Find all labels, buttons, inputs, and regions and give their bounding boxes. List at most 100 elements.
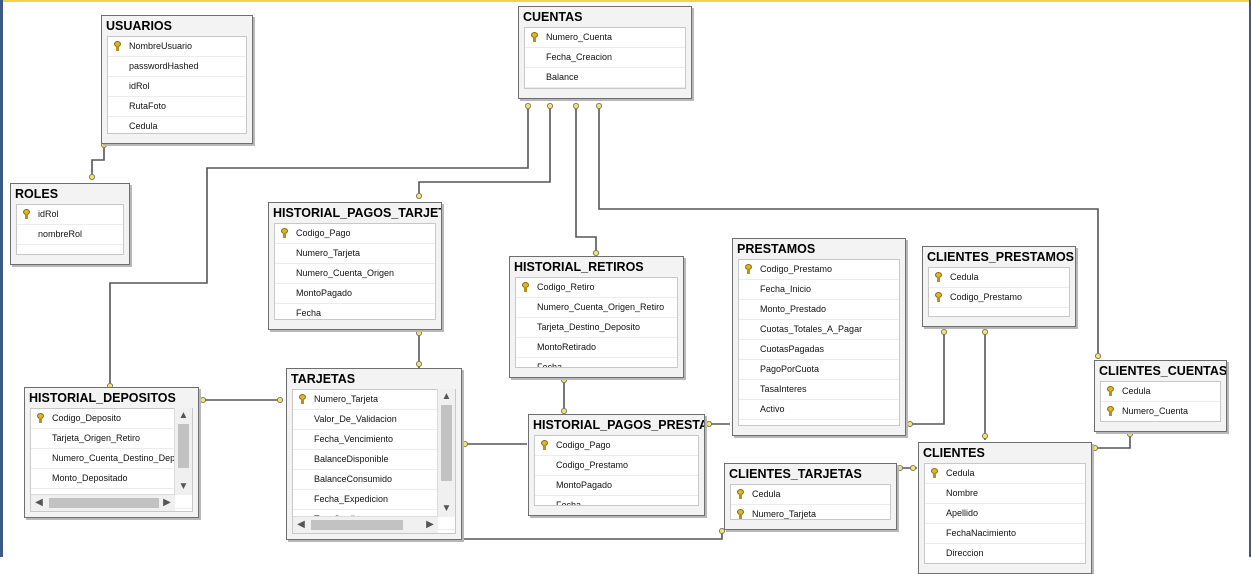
column-row[interactable]: Numero_Cuenta_Origen_Retiro — [516, 298, 677, 318]
column-row[interactable]: Cedula — [929, 268, 1069, 288]
column-row[interactable]: Numero_Cuenta — [525, 28, 685, 48]
column-row[interactable]: Monto_Prestado — [739, 300, 899, 320]
connector-dot — [199, 396, 206, 403]
connector-dot — [461, 440, 468, 447]
primary-key-icon — [935, 272, 942, 282]
column-row[interactable]: Fecha — [516, 358, 677, 367]
column-name: Monto_Depositado — [52, 473, 128, 483]
scroll-down-icon[interactable]: ▼ — [178, 481, 189, 492]
column-row[interactable]: Fecha_Vencimiento — [293, 430, 455, 450]
column-row[interactable]: Tarjeta_Origen_Retiro — [31, 429, 192, 449]
column-row[interactable]: PagoPorCuota — [739, 360, 899, 380]
column-row[interactable]: MontoPagado — [535, 476, 698, 496]
vertical-scrollbar[interactable]: ▲ ▼ — [437, 389, 455, 517]
column-row[interactable]: Codigo_Retiro — [516, 278, 677, 298]
column-row[interactable]: idRol — [17, 205, 123, 225]
column-row[interactable]: Cedula — [925, 464, 1085, 484]
scrollbar-thumb[interactable] — [178, 424, 189, 468]
scroll-left-icon[interactable]: ◀ — [35, 497, 43, 508]
column-row[interactable]: Codigo_Prestamo — [535, 456, 698, 476]
column-row[interactable]: Codigo_Prestamo — [929, 288, 1069, 308]
column-row[interactable]: Balance — [525, 68, 685, 88]
column-row[interactable]: Activo — [739, 400, 899, 420]
column-name: Fecha — [556, 500, 582, 506]
column-row[interactable]: RutaFoto — [108, 97, 246, 117]
column-row[interactable]: Codigo_Deposito — [31, 409, 192, 429]
column-row[interactable]: NombreUsuario — [108, 37, 246, 57]
column-row[interactable]: Fecha_Inicio — [739, 280, 899, 300]
column-row[interactable]: Fecha_Expedicion — [293, 490, 455, 510]
column-name: Direccion — [946, 548, 984, 558]
column-row[interactable]: Monto_Depositado — [31, 469, 192, 489]
scrollbar-thumb[interactable] — [441, 405, 452, 481]
scroll-up-icon[interactable]: ▲ — [178, 410, 189, 421]
column-name: Valor_De_Validacion — [314, 414, 397, 424]
scroll-left-icon[interactable]: ◀ — [297, 519, 305, 530]
column-row[interactable]: Fecha — [535, 496, 698, 506]
column-row[interactable]: Numero_Cuenta — [1101, 402, 1220, 421]
vertical-scrollbar[interactable]: ▲ ▼ — [174, 408, 192, 495]
column-name: NombreUsuario — [129, 41, 193, 51]
column-row[interactable]: Codigo_Pago — [275, 224, 435, 244]
column-row[interactable]: Numero_Cuenta_Destino_Depos — [31, 449, 192, 469]
column-row[interactable]: Codigo_Pago — [535, 436, 698, 456]
column-row[interactable]: Cuotas_Totales_A_Pagar — [739, 320, 899, 340]
scrollbar-thumb[interactable] — [311, 520, 403, 530]
column-row[interactable]: Cedula — [1101, 382, 1220, 402]
column-row[interactable]: Cedula — [108, 117, 246, 133]
column-row[interactable]: BalanceDisponible — [293, 450, 455, 470]
scroll-right-icon[interactable]: ▶ — [426, 519, 434, 530]
column-row[interactable]: MontoRetirado — [516, 338, 677, 358]
scrollbar-thumb[interactable] — [49, 498, 159, 508]
column-row[interactable]: nombreRol — [17, 225, 123, 245]
horizontal-scrollbar[interactable]: ◀ ▶ — [293, 516, 438, 533]
column-name: TasaInteres — [760, 384, 807, 394]
column-name: Monto_Prestado — [760, 304, 827, 314]
column-row[interactable]: MontoPagado — [275, 284, 435, 304]
column-row[interactable]: Numero_Tarjeta — [731, 505, 890, 519]
table-title: CLIENTES_TARJETAS — [729, 467, 862, 481]
column-row[interactable]: Cedula — [731, 485, 890, 505]
scroll-right-icon[interactable]: ▶ — [163, 497, 171, 508]
column-name: Nombre — [946, 488, 979, 498]
column-row[interactable]: Nombre — [925, 484, 1085, 504]
column-row[interactable]: Valor_De_Validacion — [293, 410, 455, 430]
column-row[interactable]: Fecha — [275, 304, 435, 319]
column-row[interactable]: BalanceConsumido — [293, 470, 455, 490]
column-row[interactable]: passwordHashed — [108, 57, 246, 77]
column-row[interactable]: Codigo_Prestamo — [739, 260, 899, 280]
connector-dot — [415, 329, 422, 336]
connector-dot — [982, 328, 989, 335]
column-row[interactable]: Direccion — [925, 544, 1085, 563]
column-row[interactable]: Tarjeta_Destino_Deposito — [516, 318, 677, 338]
column-row[interactable]: idRol — [108, 77, 246, 97]
scroll-down-icon[interactable]: ▼ — [441, 503, 452, 514]
column-row[interactable]: FechaNacimiento — [925, 524, 1085, 544]
column-row[interactable]: Numero_Tarjeta — [275, 244, 435, 264]
column-row[interactable]: Apellido — [925, 504, 1085, 524]
scroll-up-icon[interactable]: ▲ — [441, 391, 452, 402]
column-row[interactable]: Fecha_Creacion — [525, 48, 685, 68]
column-row[interactable]: Numero_Tarjeta — [293, 390, 455, 410]
column-row[interactable]: TasaInteres — [739, 380, 899, 400]
column-name: FechaNacimiento — [946, 528, 1017, 538]
column-row[interactable]: Numero_Cuenta_Origen — [275, 264, 435, 284]
horizontal-scrollbar[interactable]: ◀ ▶ — [31, 494, 175, 511]
column-name: Cuotas_Totales_A_Pagar — [760, 324, 863, 334]
column-row[interactable]: CuotasPagadas — [739, 340, 899, 360]
